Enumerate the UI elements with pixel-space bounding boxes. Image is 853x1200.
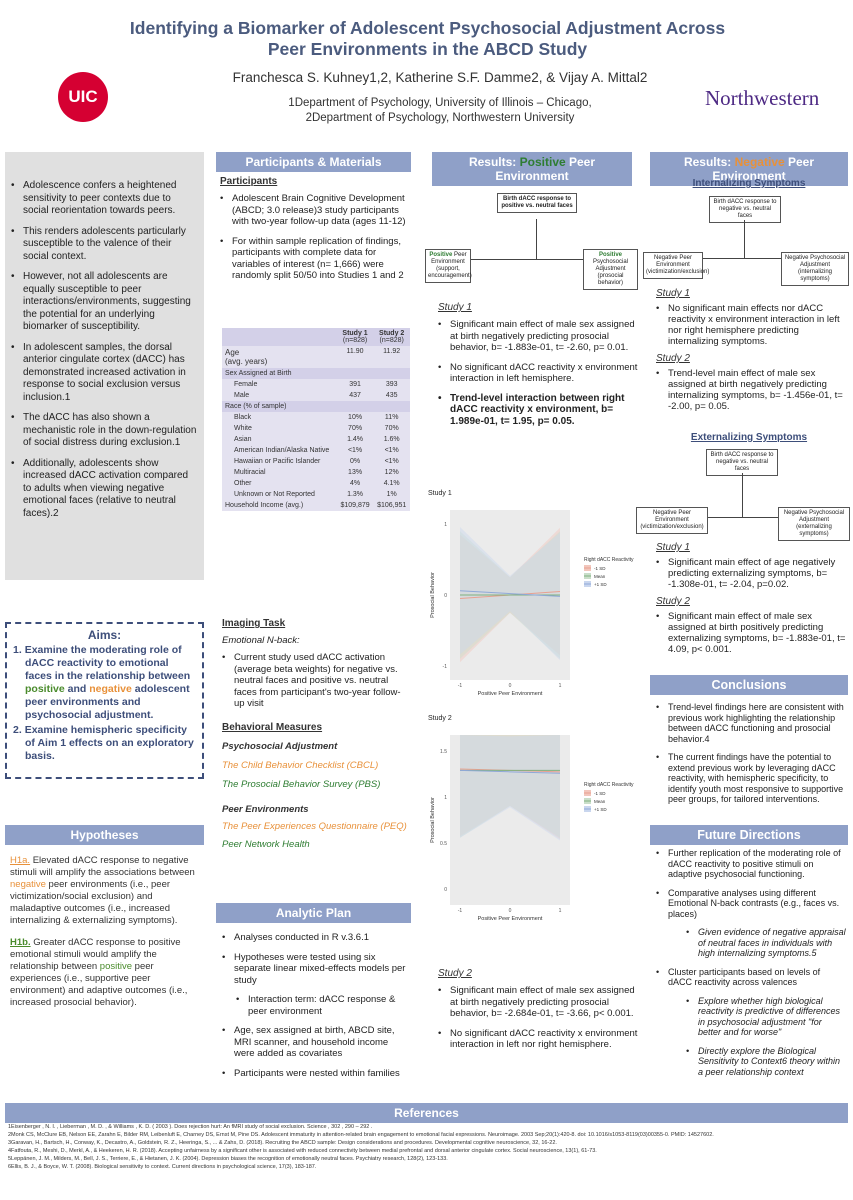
northwestern-logo: Northwestern <box>705 86 820 110</box>
imaging-section: Imaging Task Emotional N-back: Current s… <box>222 618 410 718</box>
x-axis-label: Positive Peer Environment <box>478 691 543 697</box>
x-tick-label: 0 <box>509 683 512 689</box>
intro-bullet: However, not all adolescents are equally… <box>11 271 198 334</box>
analytic-header: Analytic Plan <box>216 903 411 923</box>
affiliations: 1Department of Psychology, University of… <box>288 97 592 124</box>
table-row: American Indian/Alaska Native<1%<1% <box>234 447 399 454</box>
conclusions-header: Conclusions <box>650 675 848 695</box>
reference-item: 3Garavan, H., Bartsch, H., Conway, K., D… <box>8 1140 557 1146</box>
legend-label: Mean <box>594 799 606 804</box>
conclusions-body: Trend-level findings here are consistent… <box>656 702 846 813</box>
legend-label: -1 SD <box>594 566 606 571</box>
internalizing-diagram: Birth dACC response to negative vs. neut… <box>643 192 851 286</box>
intro-panel: Adolescence confers a heightened sensiti… <box>5 152 204 580</box>
legend-label: Mean <box>594 574 606 579</box>
intro-bullet: This renders adolescents particularly su… <box>11 226 198 264</box>
x-axis-label: Positive Peer Environment <box>478 916 543 922</box>
x-tick-label: 1 <box>559 683 562 689</box>
intro-bullet: Additionally, adolescents show increased… <box>11 458 198 521</box>
externalizing-diagram: Birth dACC response to negative vs. neut… <box>636 445 851 541</box>
y-tick-label: 1 <box>444 795 447 801</box>
y-tick-label: 0 <box>444 593 447 599</box>
intro-bullet: In adolescent samples, the dorsal anteri… <box>11 342 198 405</box>
poster-title: Identifying a Biomarker of Adolescent Ps… <box>129 18 726 59</box>
demographics-table: Study 1(n=828)Study 2(n=828) Age (avg. y… <box>222 328 410 511</box>
legend-title: Right dACC Reactivity <box>584 557 634 563</box>
series-line <box>459 590 561 597</box>
legend-label: +1 SD <box>594 582 607 587</box>
reference-item: 5Leppänen, J. M., Milders, M., Bell, J. … <box>8 1156 448 1162</box>
aim-1: 1. Examine the moderating role of dACC r… <box>13 644 191 721</box>
references-list: 1Eisenberger , N. I. , Lieberman , M. D.… <box>8 1123 848 1171</box>
aims-title: Aims: <box>87 628 122 642</box>
confidence-ribbon <box>460 735 560 841</box>
authors: Franchesca S. Kuhney1,2, Katherine S.F. … <box>232 70 648 85</box>
x-tick-label: 1 <box>559 908 562 914</box>
x-tick-label: -1 <box>458 908 463 914</box>
behavioral-section: Behavioral Measures Psychosocial Adjustm… <box>222 722 407 850</box>
hypotheses-header: Hypotheses <box>5 825 204 845</box>
externalizing-title: Externalizing Symptoms <box>690 432 808 443</box>
y-axis-label: Prosocial Behavior <box>430 797 436 843</box>
participants-section: Participants Adolescent Brain Cognitive … <box>220 176 410 290</box>
internalizing-title: Internalizing Symptoms <box>692 178 806 189</box>
x-tick-label: 0 <box>509 908 512 914</box>
participants-header: Participants & Materials <box>216 152 411 172</box>
table-row: Household Income (avg.)$109,879$106,951 <box>225 502 407 509</box>
future-header: Future Directions <box>650 825 848 845</box>
series-line <box>459 769 561 774</box>
reference-item: 2Monk CS, McClure EB, Nelson EE, Zarahn … <box>8 1132 714 1138</box>
plot-panel <box>450 735 570 905</box>
externalizing-results: Study 1 Significant main effect of age n… <box>656 542 846 663</box>
hypotheses-body: H1a. Elevated dACC response to negative … <box>10 855 195 1008</box>
aim-2: 2. Examine hemispheric specificity of Ai… <box>13 724 194 762</box>
y-tick-label: 1 <box>444 522 447 528</box>
reference-item: 6Ellis, B. J., & Boyce, W. T. (2008). Bi… <box>8 1164 317 1170</box>
legend-label: -1 SD <box>594 791 606 796</box>
table-row: Sex Assigned at Birth <box>222 368 410 379</box>
analytic-body: Analyses conducted in R v.3.6.1 Hypothes… <box>222 932 410 1087</box>
y-tick-label: 0.5 <box>440 841 447 847</box>
y-axis-label: Prosocial Behavior <box>430 572 436 618</box>
reference-item: 4Fatfouta, R., Meshi, D., Merkl, A., & H… <box>8 1148 597 1154</box>
references-header: References <box>5 1103 848 1123</box>
x-tick-label: -1 <box>458 683 463 689</box>
positive-diagram: Birth dACC response to positive vs. neut… <box>425 185 645 290</box>
positive-study2: Study 2 Significant main effect of male … <box>438 968 638 1059</box>
reference-item: 1Eisenberger , N. I. , Lieberman , M. D.… <box>8 1124 373 1130</box>
confidence-ribbon <box>460 735 560 840</box>
internalizing-results: Study 1 No significant main effects nor … <box>656 288 846 420</box>
y-tick-label: 1.5 <box>440 749 447 755</box>
results-positive-header: Results: Positive Peer Environment <box>432 152 632 186</box>
intro-bullet: Adolescence confers a heightened sensiti… <box>11 180 198 218</box>
uic-logo: UIC <box>58 72 108 122</box>
y-tick-label: -1 <box>443 664 448 670</box>
aims-box: Aims: 1. Examine the moderating role of … <box>5 622 204 779</box>
y-tick-label: 0 <box>444 887 447 893</box>
results-negative-header: Results: Negative Peer Environment <box>650 152 848 186</box>
legend-title: Right dACC Reactivity <box>584 782 634 788</box>
table-row: Race (% of sample) <box>222 401 410 412</box>
legend-label: +1 SD <box>594 807 607 812</box>
future-body: Further replication of the moderating ro… <box>656 848 846 1085</box>
confidence-ribbon <box>460 735 560 838</box>
intro-bullet: The dACC has also shown a mechanistic ro… <box>11 412 198 450</box>
positive-study1: Study 1 Significant main effect of male … <box>438 302 638 435</box>
